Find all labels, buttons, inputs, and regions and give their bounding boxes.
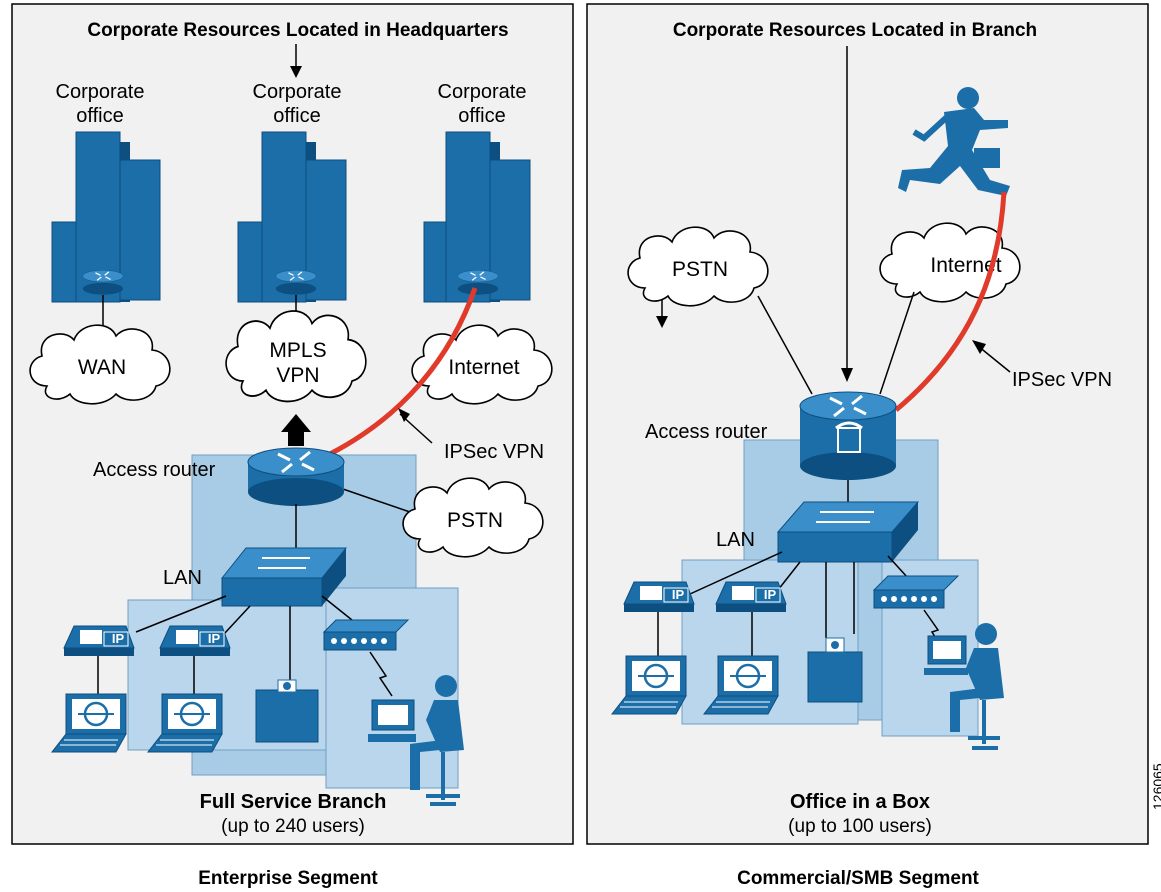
arrow-up-icon: [281, 414, 311, 446]
access-router-label: Access router: [93, 459, 216, 481]
figure-id: 126065: [1150, 763, 1161, 810]
arrowhead-icon: [290, 66, 302, 78]
video-camera-icon: [255, 679, 319, 743]
left-heading: Corporate Resources Located in Headquart…: [87, 20, 508, 41]
arrowhead-icon: [841, 368, 853, 382]
pstn-label: PSTN: [672, 258, 728, 281]
building-icon: [237, 131, 347, 303]
branch-title: Office in a Box: [790, 791, 930, 813]
internet-label: Internet: [448, 356, 519, 379]
office-label-3: Corporate: [438, 81, 527, 103]
ipsec-tunnel: [320, 287, 478, 461]
user-at-computer-icon: [924, 623, 1004, 750]
lan-label: LAN: [163, 567, 202, 589]
lan-label: LAN: [716, 529, 755, 551]
office-label-3b: office: [458, 105, 505, 127]
access-router-icon: [799, 391, 897, 480]
branch-subtitle: (up to 100 users): [788, 816, 932, 837]
user-at-computer-icon: [368, 675, 464, 806]
right-segment-label: Commercial/SMB Segment: [737, 868, 979, 889]
pstn-label: PSTN: [447, 509, 503, 532]
building-icon: [423, 131, 531, 303]
mobile-worker-icon: [898, 87, 1010, 196]
internet-label: Internet: [930, 254, 1001, 277]
ipsec-label: IPSec VPN: [444, 441, 544, 463]
right-panel: Corporate Resources Located in Branch PS…: [586, 3, 1149, 845]
phone-badge: IP: [208, 631, 221, 646]
office-label-1: Corporate: [56, 81, 145, 103]
wan-label: WAN: [78, 356, 126, 379]
phone-badge: IP: [764, 587, 777, 602]
phone-badge: IP: [112, 631, 125, 646]
lan-switch-icon: [776, 501, 920, 563]
office-label-2: Corporate: [253, 81, 342, 103]
phone-badge: IP: [672, 587, 685, 602]
left-segment-label: Enterprise Segment: [198, 868, 378, 889]
access-point-icon: [322, 619, 410, 697]
ipsec-tunnel: [894, 191, 1007, 412]
office-label-1b: office: [76, 105, 123, 127]
left-panel: Corporate Resources Located in Headquart…: [11, 3, 574, 845]
office-label-2b: office: [273, 105, 320, 127]
ipsec-label: IPSec VPN: [1012, 369, 1112, 391]
video-camera-icon: [807, 637, 863, 703]
access-point-icon: [872, 575, 960, 649]
lan-switch-icon: [220, 547, 348, 607]
access-router-label: Access router: [645, 421, 768, 443]
access-router-icon: [246, 446, 346, 508]
branch-subtitle: (up to 240 users): [221, 816, 365, 837]
right-heading: Corporate Resources Located in Branch: [673, 20, 1037, 41]
branch-title: Full Service Branch: [200, 791, 387, 813]
vpn-label: VPN: [276, 364, 319, 387]
mpls-label: MPLS: [269, 339, 326, 362]
building-icon: [51, 131, 161, 303]
